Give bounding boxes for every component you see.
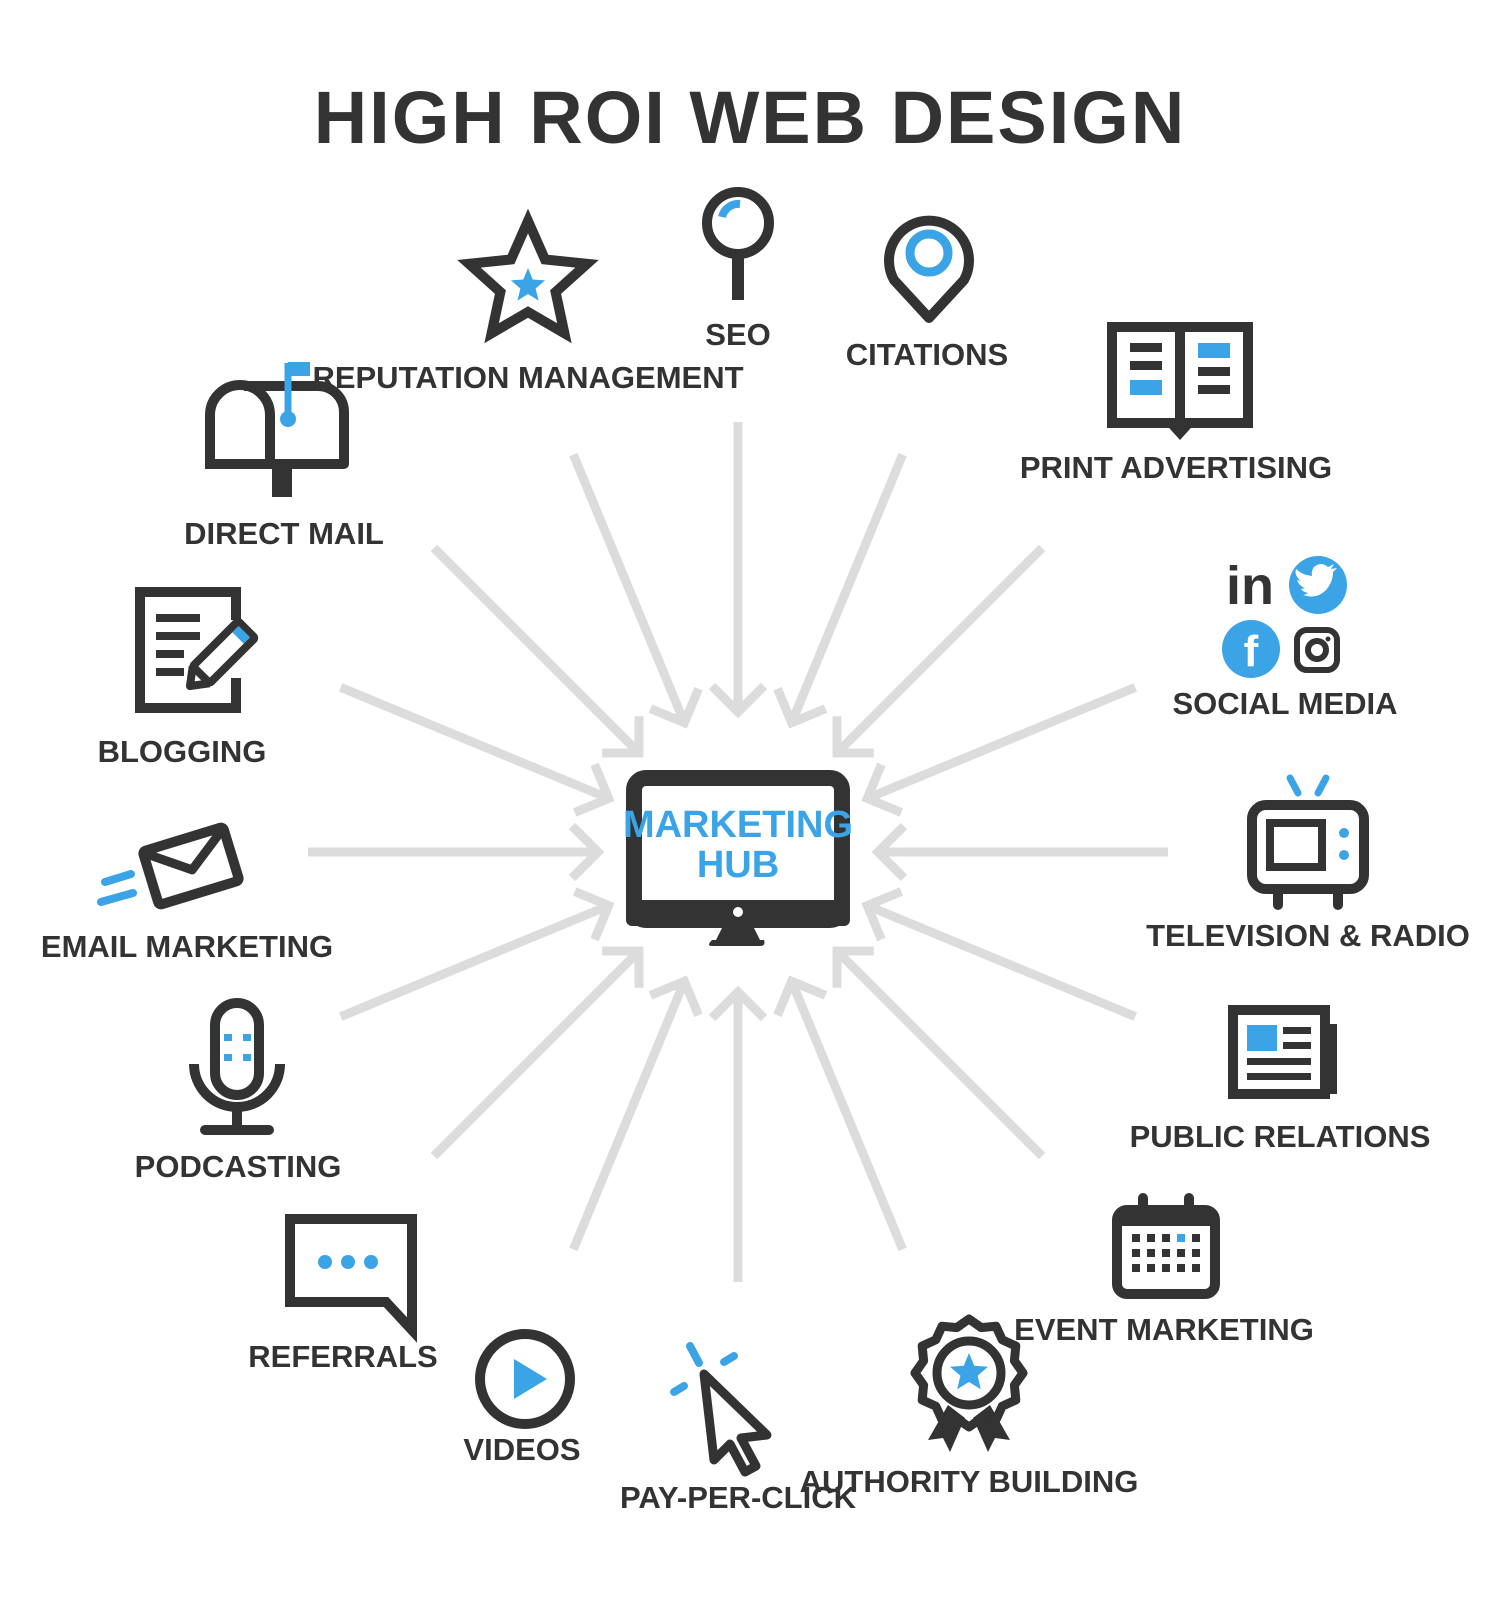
channel-label: PAY-PER-CLICK: [620, 1480, 857, 1515]
channel-referrals: REFERRALS: [248, 1214, 438, 1374]
channel-label: TELEVISION & RADIO: [1146, 918, 1470, 953]
arrow: [708, 985, 768, 1282]
social-media-icons: in f: [1222, 556, 1347, 678]
television-icon: [1247, 774, 1369, 910]
linkedin-icon: in: [1226, 556, 1274, 616]
arrow: [569, 975, 703, 1252]
arrow: [871, 822, 1168, 882]
envelope-icon: [97, 822, 244, 910]
channel-pay-per-click: PAY-PER-CLICK: [620, 1342, 857, 1515]
channel-citations: CITATIONS: [846, 215, 1008, 372]
twitter-icon: [1289, 556, 1347, 614]
calendar-cell: [1192, 1234, 1200, 1242]
calendar-cell: [1192, 1264, 1200, 1272]
calendar-cell: [1177, 1264, 1185, 1272]
hub-label-line2: HUB: [697, 844, 779, 886]
channel-label: CITATIONS: [846, 337, 1008, 372]
arrow: [773, 452, 907, 729]
channel-label: VIDEOS: [463, 1432, 580, 1467]
channel-reputation-management: REPUTATION MANAGEMENT: [312, 208, 744, 395]
arrow: [832, 946, 1046, 1160]
channel-label: EMAIL MARKETING: [41, 929, 333, 964]
hub-label-line1: MARKETING: [623, 804, 853, 846]
channel-label: PRINT ADVERTISING: [1020, 450, 1332, 485]
channel-label: SOCIAL MEDIA: [1172, 686, 1397, 721]
svg-text:f: f: [1244, 627, 1259, 676]
instagram-icon: [1294, 627, 1340, 673]
marketing-hub: MARKETING HUB: [623, 770, 853, 946]
cursor-click-icon: [670, 1342, 772, 1477]
arrow: [832, 544, 1046, 758]
channel-social-media: in f SOCIAL MEDIA: [1172, 556, 1398, 721]
arrow: [773, 975, 907, 1252]
calendar-cell: [1132, 1234, 1140, 1242]
calendar-icon: [1112, 1193, 1220, 1299]
channel-authority-building: AUTHORITY BUILDING: [800, 1314, 1139, 1499]
mailbox-icon: [205, 362, 349, 497]
document-pencil-icon: [135, 587, 259, 713]
arrow: [338, 683, 615, 817]
channel-label: DIRECT MAIL: [184, 516, 384, 551]
channel-event-marketing: EVENT MARKETING: [1014, 1193, 1314, 1347]
channel-videos: VIDEOS: [463, 1329, 581, 1467]
calendar-cell: [1177, 1234, 1185, 1242]
star-icon: [457, 208, 599, 344]
channel-label: REPUTATION MANAGEMENT: [312, 360, 743, 395]
channel-public-relations: PUBLIC RELATIONS: [1130, 1005, 1431, 1154]
arrow: [430, 946, 644, 1160]
calendar-cell: [1147, 1234, 1155, 1242]
channel-podcasting: PODCASTING: [135, 998, 342, 1184]
channel-direct-mail: DIRECT MAIL: [184, 362, 384, 551]
channel-email-marketing: EMAIL MARKETING: [41, 822, 333, 964]
arrows-layer: [308, 422, 1168, 1282]
calendar-cell: [1147, 1249, 1155, 1257]
monitor-icon: [626, 770, 850, 946]
arrow: [308, 822, 605, 882]
play-button-icon: [475, 1329, 575, 1429]
open-book-icon: [1107, 322, 1253, 440]
page-title: HIGH ROI WEB DESIGN: [314, 76, 1187, 159]
calendar-cell: [1132, 1249, 1140, 1257]
calendar-cell: [1162, 1264, 1170, 1272]
channel-label: EVENT MARKETING: [1014, 1312, 1314, 1347]
speech-bubble-icon: [285, 1214, 417, 1343]
arrow: [338, 887, 615, 1021]
arrow: [708, 422, 768, 719]
channel-blogging: BLOGGING: [98, 587, 267, 769]
channel-seo: SEO: [702, 187, 774, 352]
channel-label: PUBLIC RELATIONS: [1130, 1119, 1431, 1154]
award-badge-icon: [910, 1314, 1028, 1452]
magnifier-icon: [702, 187, 774, 300]
arrow: [569, 452, 703, 729]
calendar-grid: [1132, 1234, 1200, 1272]
channel-label: PODCASTING: [135, 1149, 342, 1184]
channel-television-radio: TELEVISION & RADIO: [1146, 774, 1470, 953]
newspaper-icon: [1228, 1005, 1337, 1099]
arrow: [430, 544, 644, 758]
arrow: [861, 683, 1138, 817]
calendar-cell: [1177, 1249, 1185, 1257]
calendar-cell: [1147, 1264, 1155, 1272]
calendar-cell: [1162, 1234, 1170, 1242]
microphone-icon: [189, 998, 285, 1135]
arrow: [861, 887, 1138, 1021]
channel-print-advertising: PRINT ADVERTISING: [1020, 322, 1332, 485]
facebook-icon: f: [1222, 620, 1280, 678]
channel-label: REFERRALS: [248, 1339, 437, 1374]
channel-label: AUTHORITY BUILDING: [800, 1464, 1139, 1499]
calendar-cell: [1162, 1249, 1170, 1257]
calendar-cell: [1132, 1264, 1140, 1272]
map-pin-icon: [884, 215, 974, 323]
channel-label: BLOGGING: [98, 734, 267, 769]
calendar-cell: [1192, 1249, 1200, 1257]
channel-label: SEO: [705, 317, 770, 352]
